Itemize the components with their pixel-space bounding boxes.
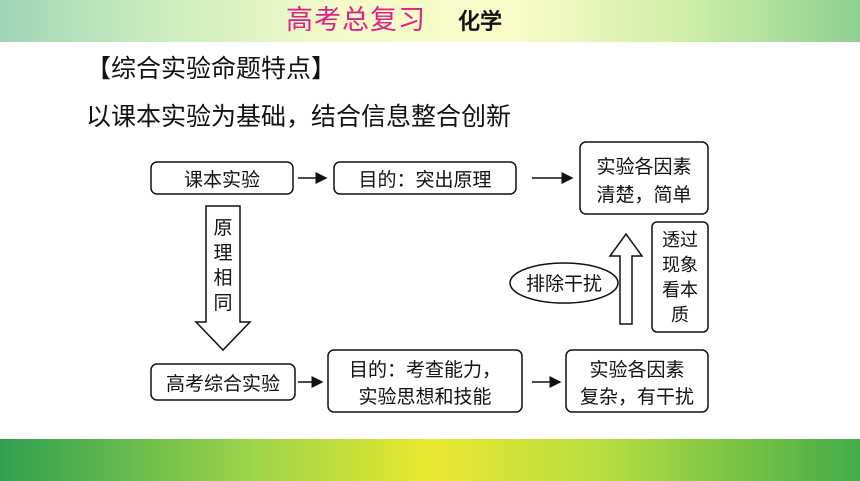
see-essence-line3: 看本 xyxy=(662,280,698,301)
same-principle-char-1: 原 xyxy=(213,217,232,239)
same-principle-arrow: 原 理 相 同 xyxy=(194,205,252,352)
result-top-line2: 清楚，简单 xyxy=(596,184,691,206)
experiment-flow-diagram: 课本实验 目的：突出原理 实验各因素 清楚，简单 原 理 相 同 排除干扰 透过… xyxy=(150,141,709,413)
result-bottom-line2: 复杂，有干扰 xyxy=(580,386,694,408)
section-heading: 【综合实验命题特点】 xyxy=(86,54,337,83)
section-subline: 以课本实验为基础，结合信息整合创新 xyxy=(86,102,512,131)
same-principle-char-2: 理 xyxy=(213,242,232,264)
bottom-banner xyxy=(0,439,860,481)
purpose-bottom-box: 目的：考查能力， 实验思想和技能 xyxy=(327,349,523,413)
exam-experiment-box: 高考综合实验 xyxy=(150,363,296,401)
same-principle-char-4: 同 xyxy=(213,292,232,314)
exam-experiment-label: 高考综合实验 xyxy=(166,373,280,395)
result-bottom-line1: 实验各因素 xyxy=(589,359,684,381)
purpose-bottom-line1: 目的：考查能力， xyxy=(349,359,501,381)
see-essence-line2: 现象 xyxy=(662,255,698,276)
same-principle-char-3: 相 xyxy=(213,267,232,289)
purpose-top-box: 目的：突出原理 xyxy=(333,161,517,195)
remove-interference-oval: 排除干扰 xyxy=(509,262,619,304)
textbook-experiment-label: 课本实验 xyxy=(184,169,260,191)
result-top-line1: 实验各因素 xyxy=(596,156,691,178)
see-essence-box: 透过 现象 看本 质 xyxy=(651,221,709,333)
course-title: 高考总复习 xyxy=(286,5,426,36)
see-essence-line1: 透过 xyxy=(662,230,698,251)
up-arrow xyxy=(608,232,644,325)
purpose-bottom-line2: 实验思想和技能 xyxy=(358,386,491,408)
subject-title: 化学 xyxy=(458,10,503,35)
see-essence-line4: 质 xyxy=(671,305,689,326)
textbook-experiment-box: 课本实验 xyxy=(150,161,294,195)
remove-interference-label: 排除干扰 xyxy=(526,273,602,295)
top-banner: 高考总复习 化学 xyxy=(0,0,860,42)
result-top-box: 实验各因素 清楚，简单 xyxy=(579,141,709,215)
purpose-top-label: 目的：突出原理 xyxy=(358,169,491,191)
result-bottom-box: 实验各因素 复杂，有干扰 xyxy=(565,349,709,413)
